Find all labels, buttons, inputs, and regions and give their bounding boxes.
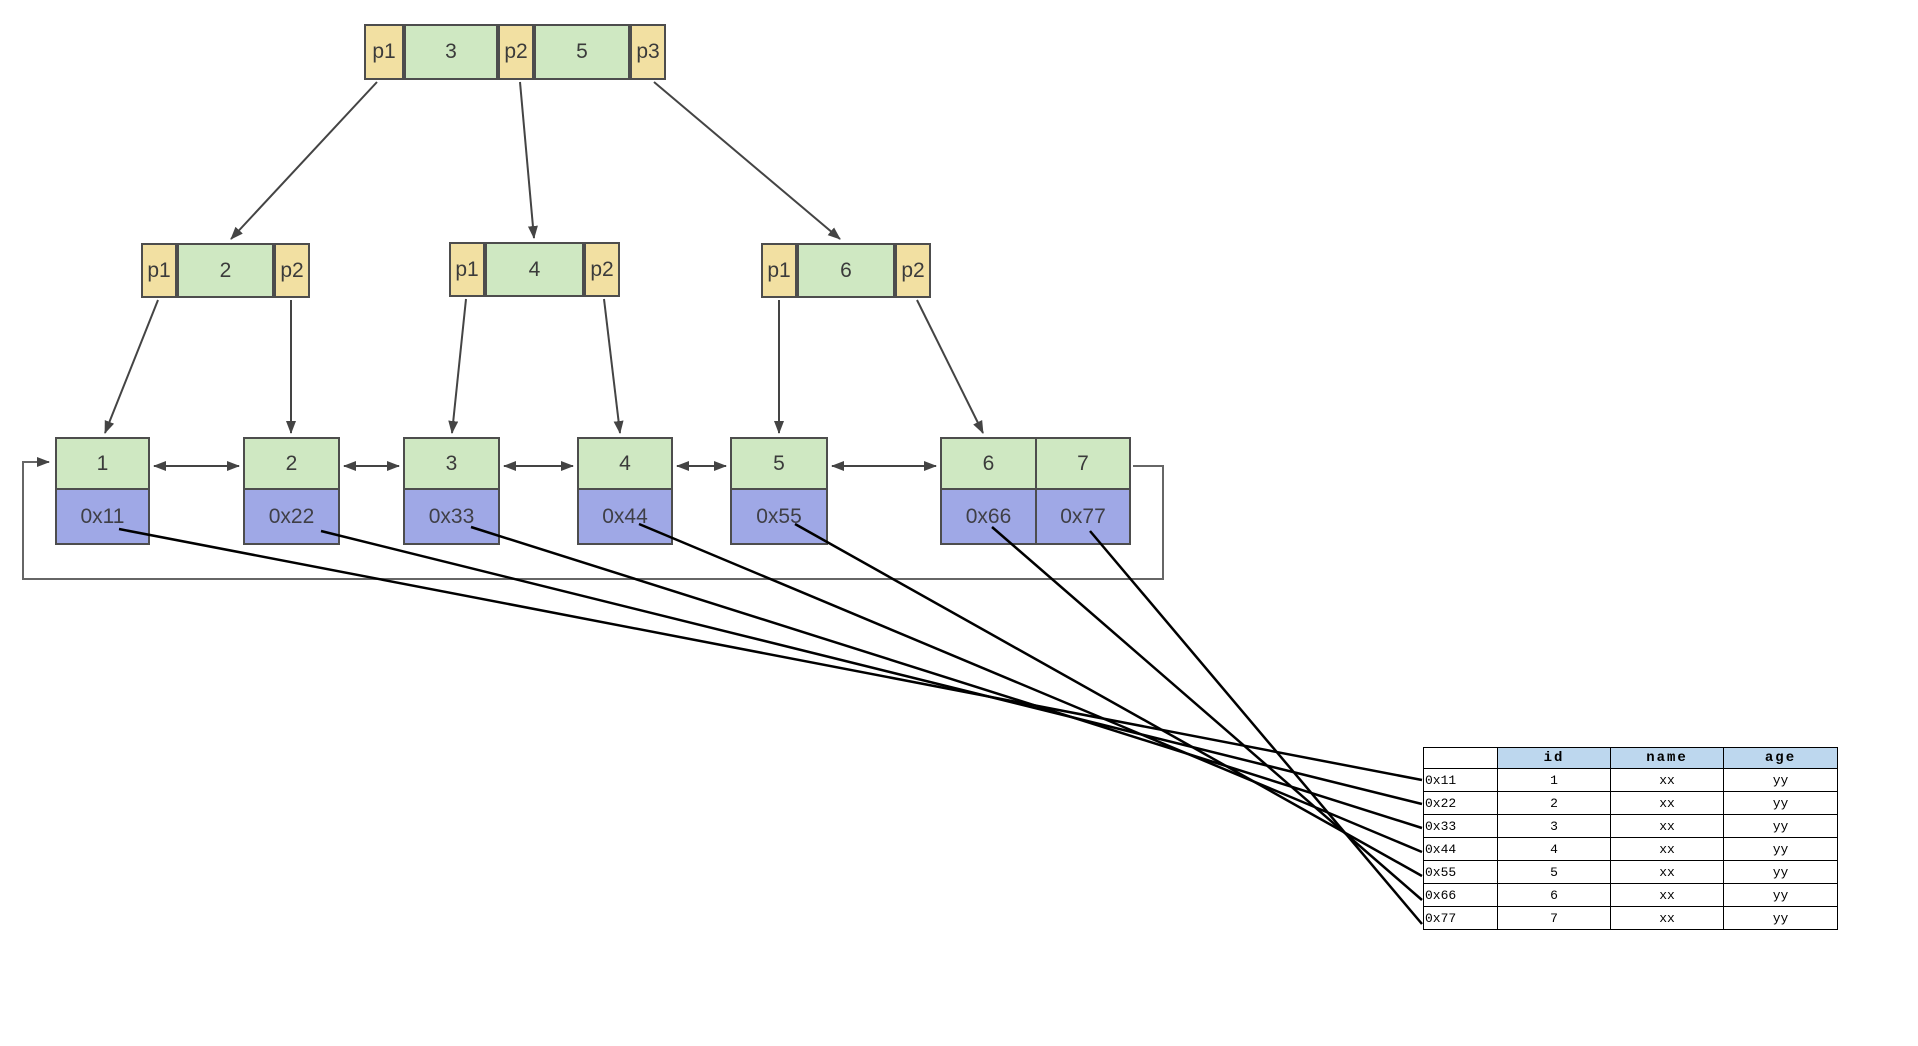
row-address: 0x66 (1423, 883, 1498, 907)
internal2-pointer-cell-p2: p2 (274, 243, 310, 298)
table-header-id: id (1497, 747, 1611, 769)
root-key-cell-5: 5 (534, 24, 630, 80)
leaf-key-cell-4: 4 (577, 437, 673, 490)
row-name: xx (1610, 814, 1724, 838)
pointer-line-0x66 (991, 526, 1423, 901)
table-row: 0x22 2 xx yy (1423, 791, 1838, 815)
root-pointer-cell-p1: p1 (364, 24, 404, 80)
edge-node2-p1-to-leaf1 (104, 299, 159, 434)
heap-table: id name age 0x11 1 xx yy 0x22 2 xx yy 0x… (1423, 747, 1838, 930)
row-address: 0x22 (1423, 791, 1498, 815)
leaf-address-cell-2: 0x22 (243, 488, 340, 545)
table-row: 0x44 4 xx yy (1423, 837, 1838, 861)
row-id: 1 (1497, 768, 1611, 792)
row-address: 0x77 (1423, 906, 1498, 930)
leaf-address-cell-7: 0x77 (1035, 488, 1131, 545)
row-id: 7 (1497, 906, 1611, 930)
row-age: yy (1723, 791, 1838, 815)
internal2-pointer-cell-p1: p1 (141, 243, 177, 298)
row-age: yy (1723, 883, 1838, 907)
internal6-pointer-cell-p2: p2 (895, 243, 931, 298)
leaf-key-cell-5: 5 (730, 437, 828, 490)
edge-root-p3-to-node6 (653, 81, 841, 240)
btree-internal-node-2: p1 2 p2 (141, 243, 310, 298)
row-name: xx (1610, 906, 1724, 930)
row-address: 0x44 (1423, 837, 1498, 861)
leaf-key-cell-1: 1 (55, 437, 150, 490)
leaf-node-4: 4 0x44 (577, 437, 673, 545)
row-name: xx (1610, 860, 1724, 884)
row-id: 5 (1497, 860, 1611, 884)
internal2-key-cell: 2 (177, 243, 274, 298)
leaf-key-cell-2: 2 (243, 437, 340, 490)
table-row: 0x55 5 xx yy (1423, 860, 1838, 884)
internal4-key-cell: 4 (485, 242, 584, 297)
internal6-pointer-cell-p1: p1 (761, 243, 797, 298)
leaf-address-cell-3: 0x33 (403, 488, 500, 545)
row-name: xx (1610, 837, 1724, 861)
leaf-address-cell-6: 0x66 (940, 488, 1037, 545)
leaf-node-5: 5 0x55 (730, 437, 828, 545)
edge-node6-p2-to-leaf6 (916, 299, 984, 434)
row-name: xx (1610, 791, 1724, 815)
pointer-line-0x77 (1089, 530, 1423, 925)
leaf-node-1: 1 0x11 (55, 437, 150, 545)
table-header-age: age (1723, 747, 1838, 769)
row-id: 6 (1497, 883, 1611, 907)
row-id: 2 (1497, 791, 1611, 815)
table-header-address (1423, 747, 1498, 769)
row-address: 0x11 (1423, 768, 1498, 792)
row-age: yy (1723, 906, 1838, 930)
pointer-line-0x33 (470, 525, 1423, 830)
leaf-address-cell-5: 0x55 (730, 488, 828, 545)
row-id: 4 (1497, 837, 1611, 861)
leaf-node-6: 6 0x66 (940, 437, 1037, 545)
row-age: yy (1723, 768, 1838, 792)
edge-node4-p2-to-leaf4 (603, 298, 624, 434)
internal4-pointer-cell-p2: p2 (584, 242, 620, 297)
leaf-node-2: 2 0x22 (243, 437, 340, 545)
btree-internal-node-6: p1 6 p2 (761, 243, 931, 298)
row-address: 0x33 (1423, 814, 1498, 838)
leaf-node-7: 7 0x77 (1035, 437, 1131, 545)
table-row: 0x11 1 xx yy (1423, 768, 1838, 792)
table-row: 0x33 3 xx yy (1423, 814, 1838, 838)
leaf-key-cell-6: 6 (940, 437, 1037, 490)
table-header-name: name (1610, 747, 1724, 769)
edge-root-p1-to-node2 (230, 81, 378, 240)
pointer-line-0x44 (638, 522, 1423, 854)
row-id: 3 (1497, 814, 1611, 838)
internal6-key-cell: 6 (797, 243, 895, 298)
leaf-node-3: 3 0x33 (403, 437, 500, 545)
row-age: yy (1723, 837, 1838, 861)
row-name: xx (1610, 883, 1724, 907)
table-row: 0x66 6 xx yy (1423, 883, 1838, 907)
pointer-line-0x11 (118, 527, 1423, 782)
edge-node4-p1-to-leaf3 (448, 298, 467, 434)
row-age: yy (1723, 860, 1838, 884)
internal4-pointer-cell-p1: p1 (449, 242, 485, 297)
row-age: yy (1723, 814, 1838, 838)
leaf-address-cell-4: 0x44 (577, 488, 673, 545)
table-header-row: id name age (1423, 747, 1838, 769)
btree-internal-node-4: p1 4 p2 (449, 242, 620, 297)
row-address: 0x55 (1423, 860, 1498, 884)
leaf-address-cell-1: 0x11 (55, 488, 150, 545)
root-pointer-cell-p2: p2 (498, 24, 534, 80)
pointer-line-0x55 (794, 522, 1423, 878)
pointer-line-0x22 (320, 529, 1423, 806)
btree-root-node: p1 3 p2 5 p3 (364, 24, 666, 80)
table-row: 0x77 7 xx yy (1423, 906, 1838, 930)
root-key-cell-3: 3 (404, 24, 498, 80)
leaf-key-cell-7: 7 (1035, 437, 1131, 490)
edge-root-p2-to-node4 (519, 81, 538, 239)
leaf-key-cell-3: 3 (403, 437, 500, 490)
root-pointer-cell-p3: p3 (630, 24, 666, 80)
row-name: xx (1610, 768, 1724, 792)
